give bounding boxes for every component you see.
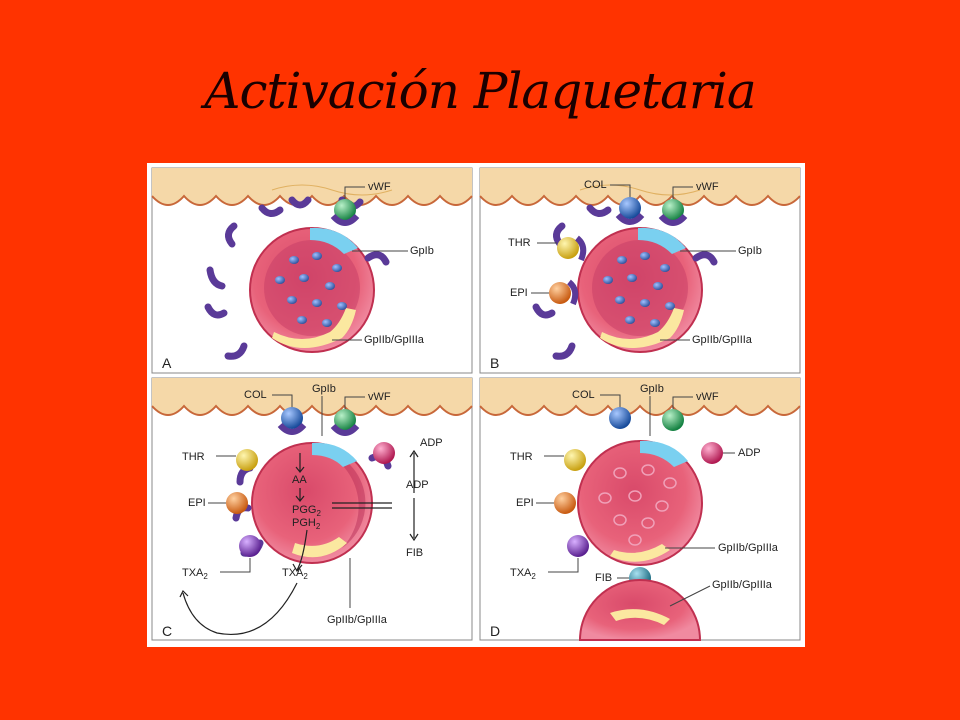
- panel-b: COL vWF THR GpIb EPI GpIIb/GpIIIa B: [479, 167, 801, 374]
- gp1b-patch: [640, 440, 688, 467]
- gp2b3a-patch: [292, 537, 347, 558]
- thr-molecule: [557, 237, 579, 259]
- label-gp1b: GpIb: [410, 245, 434, 257]
- gp2b3a-patch: [600, 308, 684, 348]
- label-fib: FIB: [595, 572, 612, 584]
- panel-letter: D: [490, 623, 500, 639]
- label-gp2b3a: GpIIb/GpIIIa: [692, 334, 753, 346]
- label-thr: THR: [508, 237, 531, 249]
- label-gp1b: GpIb: [312, 383, 336, 395]
- label-fib: FIB: [406, 547, 423, 559]
- label-gp2b3a: GpIIb/GpIIIa: [364, 334, 425, 346]
- epi-molecule: [554, 492, 576, 514]
- label-gp2b3a: GpIIb/GpIIIa: [718, 542, 779, 554]
- col-molecule: [619, 197, 641, 219]
- granules: [275, 252, 347, 327]
- vwf-molecule: [662, 409, 684, 431]
- empty-granules: [598, 464, 677, 546]
- panel-letter: B: [490, 355, 499, 371]
- endothelium: [151, 168, 473, 206]
- panel-d: COL GpIb vWF THR ADP EPI GpIIb/GpIIIa TX…: [479, 377, 801, 641]
- label-aa: AA: [292, 474, 307, 486]
- gp2b3a-patch: [610, 544, 670, 562]
- label-vwf: vWF: [368, 391, 391, 403]
- label-txa2: TXA2: [510, 567, 536, 581]
- label-adp-top: ADP: [420, 437, 443, 449]
- label-pgh2: PGH2: [292, 517, 321, 531]
- label-pgg2: PGG2: [292, 504, 321, 518]
- label-vwf: vWF: [696, 391, 719, 403]
- panel-a: vWF GpIb GpIIb/GpIIIa A: [151, 167, 473, 374]
- vwf-molecule: [662, 199, 684, 221]
- label-thr: THR: [182, 451, 205, 463]
- pathway-arrows: [179, 449, 419, 635]
- label-adp-mid: ADP: [406, 479, 429, 491]
- vwf-molecule: [334, 199, 356, 221]
- adp-molecule: [701, 442, 723, 464]
- label-gp2b3a-lower: GpIIb/GpIIIa: [712, 579, 773, 591]
- gp2b3a-patch: [272, 308, 356, 348]
- label-col: COL: [584, 179, 607, 191]
- epi-molecule: [226, 492, 248, 514]
- label-gp1b: GpIb: [640, 383, 664, 395]
- endothelium: [151, 378, 473, 416]
- gp1b-patch: [638, 227, 686, 254]
- thr-molecule: [564, 449, 586, 471]
- adp-molecule: [373, 442, 395, 464]
- col-molecule: [281, 407, 303, 429]
- panel-letter: C: [162, 623, 172, 639]
- thr-molecule: [236, 449, 258, 471]
- panel-c: AA PGG2 PGH2 COL GpIb vWF THR ADP ADP EP…: [151, 377, 473, 641]
- txa2-molecule: [567, 535, 589, 557]
- label-gp1b: GpIb: [738, 245, 762, 257]
- label-epi: EPI: [188, 497, 206, 509]
- epi-molecule: [549, 282, 571, 304]
- label-col: COL: [244, 389, 267, 401]
- label-vwf: vWF: [696, 181, 719, 193]
- label-txa2-right: TXA2: [282, 567, 308, 581]
- gp1b-patch: [310, 227, 358, 254]
- label-adp: ADP: [738, 447, 761, 459]
- granules: [603, 252, 675, 327]
- panel-letter: A: [162, 355, 172, 371]
- label-vwf: vWF: [368, 181, 391, 193]
- slide-title: Activación Plaquetaria: [204, 62, 756, 120]
- label-thr: THR: [510, 451, 533, 463]
- col-molecule: [609, 407, 631, 429]
- label-epi: EPI: [510, 287, 528, 299]
- endothelium: [479, 168, 801, 206]
- vwf-molecule: [334, 409, 356, 431]
- endothelium: [479, 378, 801, 416]
- label-txa2-left: TXA2: [182, 567, 208, 581]
- platelet-activation-figure: vWF GpIb GpIIb/GpIIIa A: [147, 163, 805, 647]
- label-epi: EPI: [516, 497, 534, 509]
- label-col: COL: [572, 389, 595, 401]
- txa2-molecule: [239, 535, 261, 557]
- gp1b-patch: [312, 442, 357, 467]
- label-gp2b3a: GpIIb/GpIIIa: [327, 614, 388, 626]
